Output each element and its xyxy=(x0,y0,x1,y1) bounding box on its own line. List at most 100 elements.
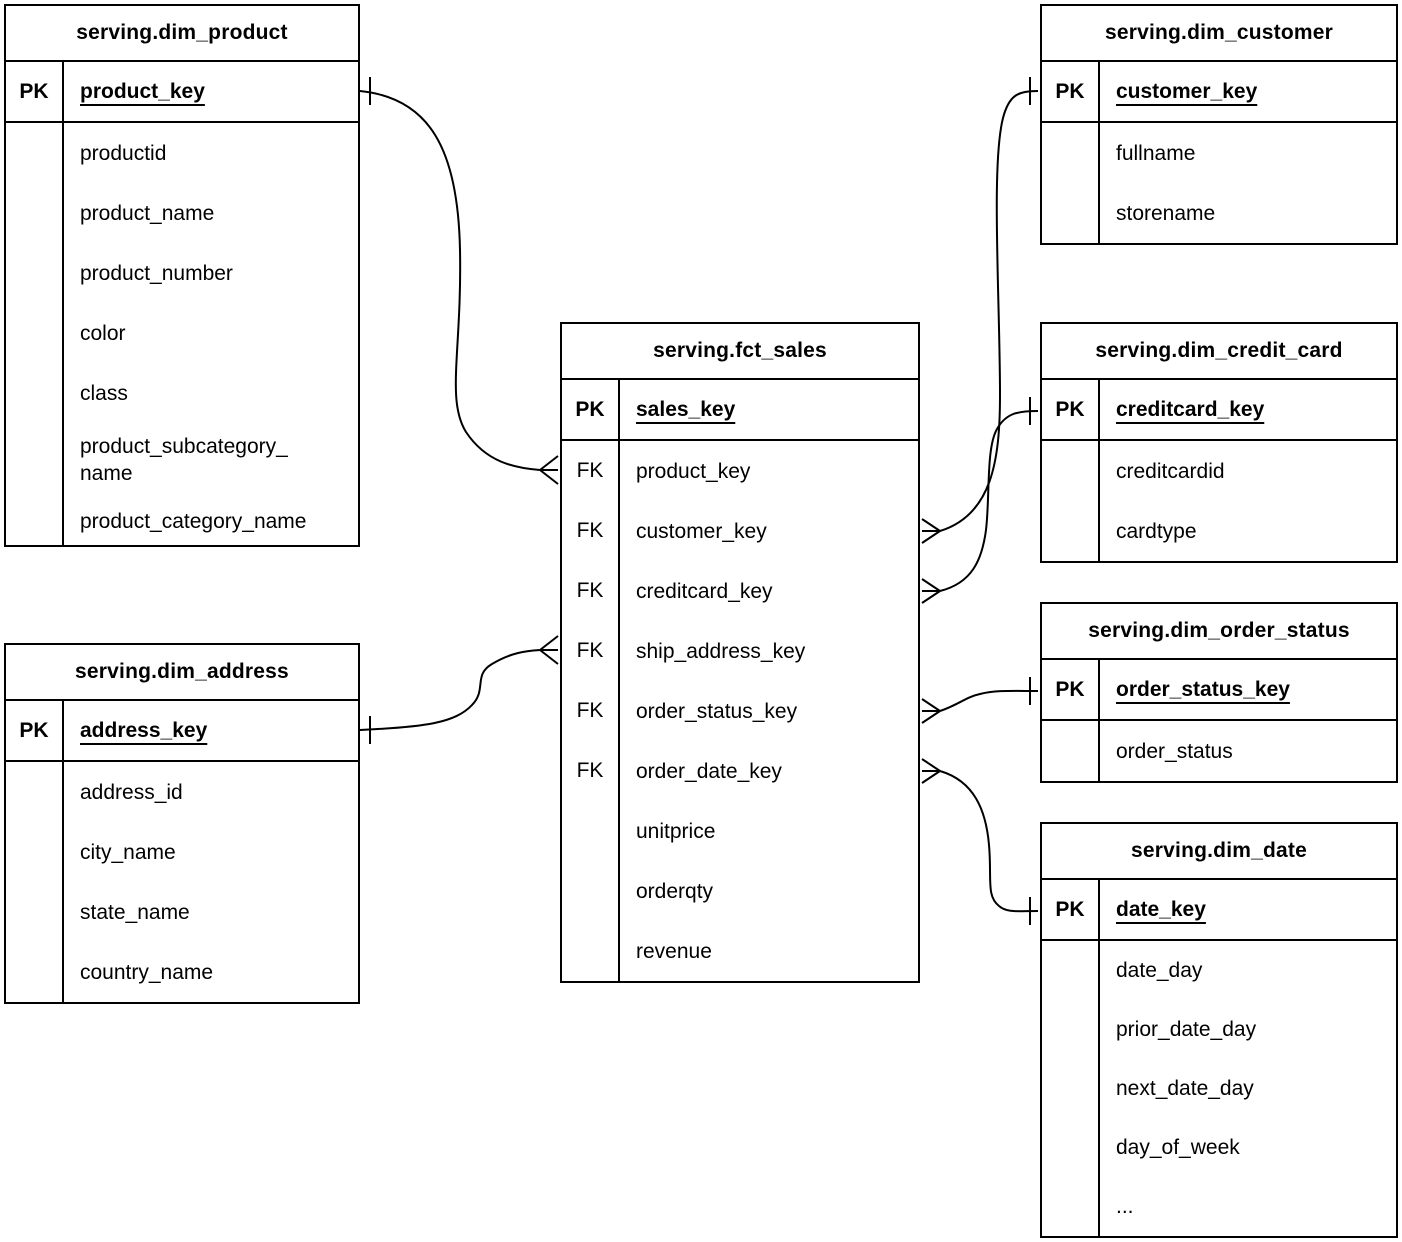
field-row: address_id xyxy=(6,762,358,822)
entity-title: serving.fct_sales xyxy=(562,324,918,380)
pk-field: sales_key xyxy=(636,398,736,421)
field-row: color xyxy=(6,303,358,363)
fk-tag: FK xyxy=(562,621,620,681)
relationship-order-status-line xyxy=(939,689,1039,712)
entity-dim-product: serving.dim_product PK product_key produ… xyxy=(4,4,360,547)
key-cell xyxy=(1042,1059,1100,1118)
field-row: product_number xyxy=(6,243,358,303)
many-crowfoot-creditcard xyxy=(921,578,941,604)
many-crowfoot-address xyxy=(539,635,559,665)
entity-dim-credit-card: serving.dim_credit_card PK creditcard_ke… xyxy=(1040,322,1398,563)
field-name: product_subcategory_ name xyxy=(80,435,288,485)
relationship-address-line xyxy=(359,649,541,731)
fk-tag: FK xyxy=(562,441,620,501)
field-name: fullname xyxy=(1116,141,1196,165)
key-cell xyxy=(6,882,64,942)
pk-row: PK creditcard_key xyxy=(1042,380,1396,441)
pk-field: creditcard_key xyxy=(1116,398,1265,421)
field-name: order_status xyxy=(1116,739,1233,763)
pk-tag: PK xyxy=(6,62,64,121)
field-name: unitprice xyxy=(636,819,716,843)
pk-tag: PK xyxy=(6,701,64,760)
fk-row: FK creditcard_key xyxy=(562,561,918,621)
field-row: product_name xyxy=(6,183,358,243)
entity-title: serving.dim_order_status xyxy=(1042,604,1396,660)
entity-dim-order-status: serving.dim_order_status PK order_status… xyxy=(1040,602,1398,783)
field-row: day_of_week xyxy=(1042,1118,1396,1177)
key-cell xyxy=(1042,1118,1100,1177)
entity-title: serving.dim_address xyxy=(6,645,358,701)
relationship-order-date xyxy=(921,758,1039,925)
many-crowfoot-order-date xyxy=(921,758,941,784)
field-row: storename xyxy=(1042,183,1396,243)
entity-dim-date: serving.dim_date PK date_key date_day pr… xyxy=(1040,822,1398,1238)
pk-row: PK date_key xyxy=(1042,880,1396,941)
relationship-creditcard-line xyxy=(939,410,1039,592)
relationship-customer-line xyxy=(939,90,1039,532)
key-cell xyxy=(6,243,64,303)
entity-title: serving.dim_credit_card xyxy=(1042,324,1396,380)
field-name: product_number xyxy=(80,261,233,285)
field-row: state_name xyxy=(6,882,358,942)
entity-dim-address: serving.dim_address PK address_key addre… xyxy=(4,643,360,1004)
pk-tag: PK xyxy=(562,380,620,439)
fk-row: FK order_status_key xyxy=(562,681,918,741)
relationship-customer xyxy=(921,77,1039,544)
key-cell xyxy=(1042,721,1100,781)
key-cell xyxy=(6,497,64,545)
field-row: orderqty xyxy=(562,861,918,921)
field-row: class xyxy=(6,363,358,423)
key-cell xyxy=(6,303,64,363)
key-cell xyxy=(1042,501,1100,561)
field-name: date_day xyxy=(1116,959,1203,982)
field-row: order_status xyxy=(1042,721,1396,781)
field-name: ship_address_key xyxy=(636,639,806,663)
key-cell xyxy=(6,183,64,243)
pk-tag: PK xyxy=(1042,62,1100,121)
entity-dim-customer: serving.dim_customer PK customer_key ful… xyxy=(1040,4,1398,245)
key-cell xyxy=(1042,941,1100,1000)
fk-tag: FK xyxy=(562,681,620,741)
field-name: country_name xyxy=(80,960,214,984)
key-cell xyxy=(1042,441,1100,501)
pk-row: PK order_status_key xyxy=(1042,660,1396,721)
key-cell xyxy=(6,423,64,497)
pk-row: PK sales_key xyxy=(562,380,918,441)
pk-field: product_key xyxy=(80,80,205,103)
field-row: fullname xyxy=(1042,123,1396,183)
key-cell xyxy=(1042,1000,1100,1059)
relationship-product xyxy=(359,77,559,485)
pk-field: date_key xyxy=(1116,898,1206,921)
field-row: creditcardid xyxy=(1042,441,1396,501)
field-name: creditcardid xyxy=(1116,459,1225,483)
field-row: next_date_day xyxy=(1042,1059,1396,1118)
field-name: prior_date_day xyxy=(1116,1018,1257,1041)
field-name: color xyxy=(80,321,126,345)
key-cell xyxy=(6,762,64,822)
pk-field: customer_key xyxy=(1116,80,1258,103)
field-name: orderqty xyxy=(636,879,714,903)
field-name: state_name xyxy=(80,900,190,924)
relationship-creditcard xyxy=(921,397,1039,604)
relationship-order-date-line xyxy=(939,770,1039,913)
field-name: order_status_key xyxy=(636,699,798,723)
field-row: revenue xyxy=(562,921,918,981)
field-name: productid xyxy=(80,141,167,165)
entity-title: serving.dim_date xyxy=(1042,824,1396,880)
field-name: class xyxy=(80,381,128,405)
fk-tag: FK xyxy=(562,561,620,621)
relationship-order-status xyxy=(921,677,1039,724)
key-cell xyxy=(562,921,620,981)
field-row: city_name xyxy=(6,822,358,882)
field-name: customer_key xyxy=(636,519,767,543)
key-cell xyxy=(1042,183,1100,243)
field-row: productid xyxy=(6,123,358,183)
field-name: creditcard_key xyxy=(636,579,773,603)
field-name: cardtype xyxy=(1116,519,1197,543)
key-cell xyxy=(6,363,64,423)
field-name: next_date_day xyxy=(1116,1077,1254,1100)
pk-row: PK address_key xyxy=(6,701,358,762)
